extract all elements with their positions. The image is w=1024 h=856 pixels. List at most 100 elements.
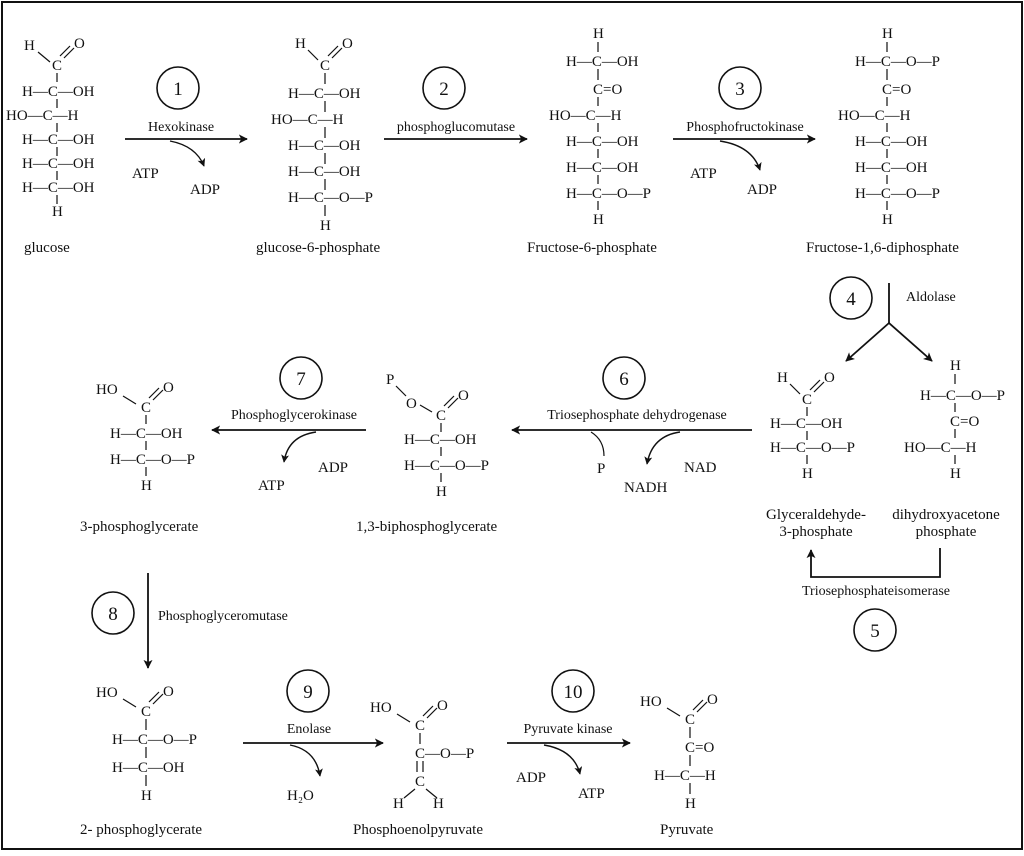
step-4-arrow-left: [845, 322, 890, 362]
step-6-cofactor-arc: [644, 431, 681, 465]
pg2-structure: HO C O H—C—O—P H—C—OH H: [96, 684, 197, 804]
svg-text:HO—C—H: HO—C—H: [549, 108, 622, 124]
step-9-enzyme: Enolase: [287, 722, 331, 737]
svg-text:HO: HO: [96, 685, 118, 701]
svg-text:H: H: [433, 796, 444, 812]
label-f16dp: Fructose-1,6-diphosphate: [806, 240, 959, 256]
step-10-enzyme: Pyruvate kinase: [523, 722, 612, 737]
svg-text:HO—C—H: HO—C—H: [904, 440, 977, 456]
svg-text:C=O: C=O: [685, 740, 714, 756]
svg-text:O: O: [458, 388, 469, 404]
step-1-number: 1: [173, 79, 183, 100]
svg-text:H—C—OH: H—C—OH: [288, 164, 361, 180]
svg-text:H—C—OH: H—C—OH: [566, 160, 639, 176]
svg-text:H—C—O—P: H—C—O—P: [855, 186, 940, 202]
label-dhap-line2: phosphate: [916, 524, 977, 540]
step-3-cofactor-arc: [719, 140, 762, 171]
step-10-cofactor-arc: [543, 744, 583, 775]
glucose-atom-h-top: H: [24, 38, 35, 54]
svg-text:H—C—OH: H—C—OH: [112, 760, 185, 776]
step-6-extra: P: [597, 461, 605, 477]
svg-text:HO—C—H: HO—C—H: [838, 108, 911, 124]
step-5-circle: [853, 608, 897, 652]
pep-structure: HO C O C—O—P C H H: [370, 698, 474, 812]
bpg-structure: P O C O H—C—OH H—C—O—P H: [386, 372, 489, 500]
svg-text:H: H: [436, 484, 447, 500]
svg-text:O: O: [406, 396, 417, 412]
svg-text:HO: HO: [640, 694, 662, 710]
svg-text:H—C—OH: H—C—OH: [110, 426, 183, 442]
svg-text:H: H: [685, 796, 696, 812]
svg-text:HO: HO: [370, 700, 392, 716]
step-10-number: 10: [564, 682, 583, 703]
label-g3p-line1: Glyceraldehyde-: [766, 507, 866, 523]
svg-text:C=O: C=O: [882, 82, 911, 98]
step-6-cofactor-in: NAD: [684, 460, 717, 476]
label-f6p: Fructose-6-phosphate: [527, 240, 657, 256]
step-9-byproduct: H₂O: [287, 788, 314, 804]
svg-text:H—C—O—P: H—C—O—P: [770, 440, 855, 456]
svg-text:H—C—OH: H—C—OH: [566, 54, 639, 70]
svg-text:H—C—OH: H—C—OH: [288, 86, 361, 102]
svg-text:H—C—OH: H—C—OH: [855, 160, 928, 176]
svg-text:C=O: C=O: [950, 414, 979, 430]
step-10-circle: [551, 669, 595, 713]
svg-text:H—C—O—P: H—C—O—P: [110, 452, 195, 468]
svg-text:H—C—O—P: H—C—O—P: [404, 458, 489, 474]
svg-text:H—C—OH: H—C—OH: [288, 138, 361, 154]
step-7-enzyme: Phosphoglycerokinase: [231, 408, 357, 423]
svg-text:H: H: [141, 478, 152, 494]
label-g3p-line2: 3-phosphate: [779, 524, 853, 540]
svg-text:H: H: [393, 796, 404, 812]
step-8-circle: [91, 591, 135, 635]
svg-text:C: C: [415, 774, 425, 790]
step-1-circle: [156, 66, 200, 110]
step-10-cofactor-in: ADP: [516, 770, 546, 786]
svg-text:H: H: [882, 212, 893, 228]
step-7-cofactor-arc: [281, 431, 317, 463]
svg-text:O: O: [342, 36, 353, 52]
svg-text:H: H: [295, 36, 306, 52]
svg-text:O: O: [163, 380, 174, 396]
step-3-circle: [718, 66, 762, 110]
svg-text:H—C—O—P: H—C—O—P: [288, 190, 373, 206]
svg-text:H—C—O—P: H—C—O—P: [855, 54, 940, 70]
svg-text:C=O: C=O: [593, 82, 622, 98]
label-pg3: 3-phosphoglycerate: [80, 519, 199, 535]
svg-text:H—C—OH: H—C—OH: [404, 432, 477, 448]
svg-text:H—C—O—P: H—C—O—P: [112, 732, 197, 748]
step-4-number: 4: [846, 289, 856, 310]
step-3-cofactor-out: ADP: [747, 182, 777, 198]
label-g6p: glucose-6-phosphate: [256, 240, 380, 256]
svg-text:H: H: [593, 26, 604, 42]
glucose-atom-o: O: [74, 36, 85, 52]
svg-text:H—C—OH: H—C—OH: [566, 134, 639, 150]
step-6-circle: [602, 356, 646, 400]
step-6-cofactor-out: NADH: [624, 480, 667, 496]
svg-text:HO—C—H: HO—C—H: [271, 112, 344, 128]
svg-text:C: C: [320, 58, 330, 74]
svg-text:H: H: [320, 218, 331, 234]
step-5-loop-arrow: [806, 548, 941, 578]
step-3-number: 3: [735, 79, 745, 100]
label-pep: Phosphoenolpyruvate: [353, 822, 483, 838]
glucose-row1: H—C—OH: [22, 84, 95, 100]
step-7-circle: [279, 356, 323, 400]
step-9-byproduct-arc: [289, 744, 323, 777]
step-4-arrow-right: [888, 322, 933, 362]
svg-text:C: C: [685, 712, 695, 728]
step-7-cofactor-in: ADP: [318, 460, 348, 476]
step-1-cofactor-arc: [169, 140, 206, 167]
glucose-row5: H—C—OH: [22, 180, 95, 196]
step-7-cofactor-out: ATP: [258, 478, 285, 494]
svg-text:H—C—O—P: H—C—O—P: [920, 388, 1005, 404]
g6p-structure: H C O H—C—OH HO—C—H H—C—OH H—C—OH H—C—O—…: [271, 36, 373, 234]
step-2-circle: [422, 66, 466, 110]
glucose-row6: H: [52, 204, 63, 220]
svg-text:H: H: [882, 26, 893, 42]
svg-text:H—C—H: H—C—H: [654, 768, 716, 784]
step-2-number: 2: [439, 79, 449, 100]
svg-text:H: H: [141, 788, 152, 804]
